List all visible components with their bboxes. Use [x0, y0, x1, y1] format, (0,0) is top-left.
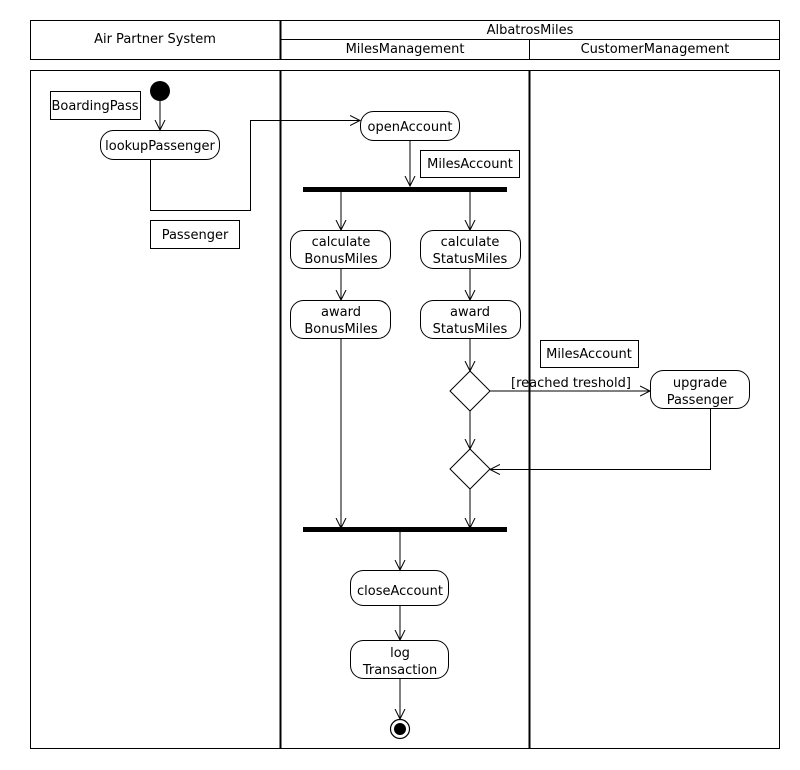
- svg-text:Transaction: Transaction: [362, 663, 437, 678]
- merge-node: [449, 448, 491, 490]
- svg-text:MilesAccount: MilesAccount: [427, 157, 513, 172]
- object-node-miles-account-customer: MilesAccount: [540, 340, 639, 368]
- svg-text:calculate: calculate: [441, 235, 500, 250]
- object-node-passenger: Passenger: [150, 220, 240, 249]
- svg-text:BonusMiles: BonusMiles: [304, 322, 378, 337]
- svg-text:StatusMiles: StatusMiles: [433, 252, 508, 267]
- action-calculate-bonus-miles: calculate BonusMiles: [290, 230, 391, 269]
- svg-text:MilesAccount: MilesAccount: [546, 347, 632, 362]
- svg-text:award: award: [321, 305, 361, 320]
- action-award-bonus-miles: award BonusMiles: [290, 300, 391, 339]
- action-upgrade-passenger: upgrade Passenger: [650, 370, 750, 409]
- action-calculate-status-miles: calculate StatusMiles: [420, 230, 521, 269]
- svg-text:BonusMiles: BonusMiles: [304, 252, 378, 267]
- object-node-miles-account: MilesAccount: [420, 150, 520, 178]
- lane-title-customer-management: CustomerManagement: [581, 42, 730, 57]
- flow-lookup-to-open-account: [150, 121, 361, 211]
- guard-reached-threshold: [reached treshold]: [511, 376, 631, 391]
- decision-node: [449, 370, 491, 412]
- action-close-account: closeAccount: [350, 570, 449, 606]
- object-node-boarding-pass: BoardingPass: [50, 91, 141, 120]
- lane-group-title-albatros-miles: AlbatrosMiles: [487, 23, 574, 38]
- svg-text:Passenger: Passenger: [667, 393, 734, 408]
- initial-node: [150, 81, 170, 101]
- final-node: [389, 718, 411, 740]
- svg-text:openAccount: openAccount: [368, 120, 453, 135]
- svg-text:StatusMiles: StatusMiles: [433, 322, 508, 337]
- action-award-status-miles: award StatusMiles: [420, 300, 521, 339]
- svg-text:award: award: [450, 305, 490, 320]
- join-bar: [303, 527, 507, 532]
- fork-bar: [303, 187, 507, 192]
- action-lookup-passenger: lookupPassenger: [100, 130, 220, 160]
- lane-title-miles-management: MilesManagement: [346, 42, 465, 57]
- swimlane-body: [30, 70, 780, 749]
- svg-text:closeAccount: closeAccount: [357, 584, 443, 599]
- svg-text:log: log: [390, 646, 410, 661]
- swimlane-header: Air Partner System AlbatrosMiles MilesMa…: [30, 20, 780, 60]
- action-label: lookupPassenger: [105, 139, 215, 154]
- svg-text:upgrade: upgrade: [673, 376, 727, 391]
- action-log-transaction: log Transaction: [350, 640, 449, 679]
- action-open-account: openAccount: [360, 111, 460, 141]
- svg-text:calculate: calculate: [312, 235, 371, 250]
- svg-text:Passenger: Passenger: [162, 228, 229, 243]
- lane-title-air-partner-system: Air Partner System: [94, 32, 216, 47]
- svg-text:BoardingPass: BoardingPass: [51, 99, 138, 114]
- flow-upgrade-to-merge: [490, 409, 711, 470]
